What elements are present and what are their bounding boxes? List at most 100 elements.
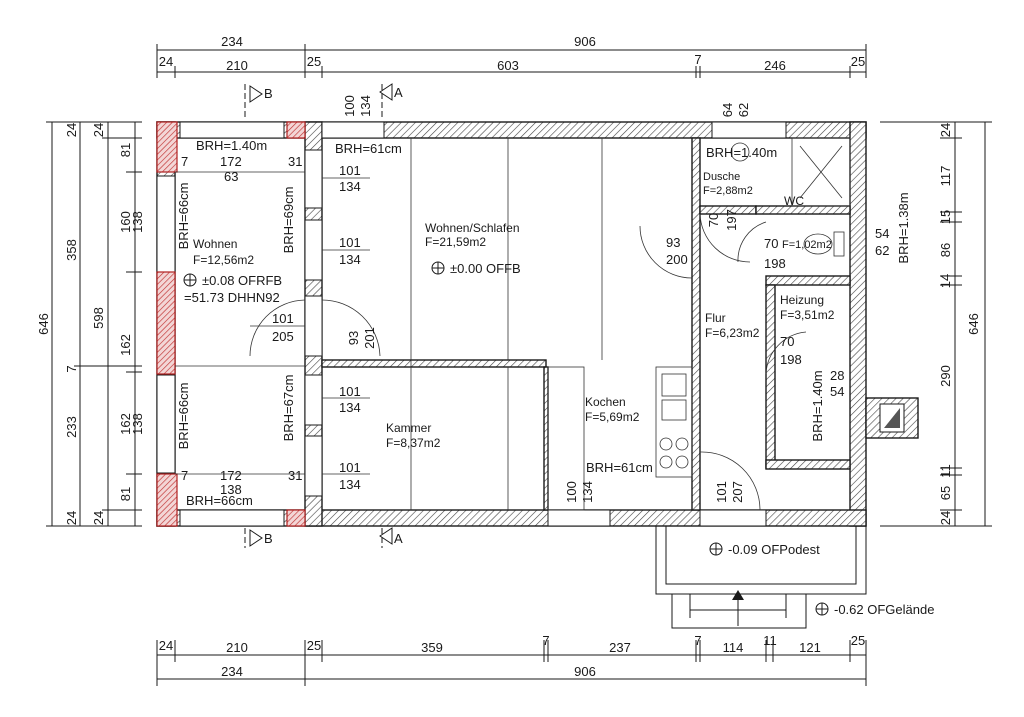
wc-side-62: 62 [875,243,889,258]
door-70: 70 [706,213,721,227]
dim-top-total-left: 234 [221,34,243,49]
room-name-dusche: Dusche [703,171,740,183]
door-200: 200 [666,252,688,267]
top-62: 62 [736,103,751,117]
chimney-box [865,397,919,439]
dim-bottom-part: 237 [609,640,631,655]
win-tl-a: 7 [181,154,188,169]
right-dimensions: 24 117 15 86 14 290 11 65 24 646 BRH=1.3… [880,121,992,527]
dim-bottom-part: 210 [226,640,248,655]
dim-left-small: 162 [118,413,133,435]
win-101: 101 [339,235,361,250]
brh-bottom-left: BRH=66cm [186,493,253,508]
dim-bottom-part: 7 [542,633,549,648]
win-tl-d: 63 [224,169,238,184]
win-bl-c: 31 [288,468,302,483]
room-name-kochen: Kochen [585,395,626,409]
dim-right-small: 65 [938,486,953,500]
heiz-198: 198 [780,352,802,367]
kitchen-100: 100 [564,481,579,503]
opening-labels: 7 172 31 63 7 172 31 138 101 134 101 134… [181,95,889,503]
dim-left-small: 24 [64,511,79,525]
room-area-kochen: F=5,69m2 [585,410,640,424]
dim-top-part: 7 [694,52,701,67]
room-name-heizung: Heizung [780,293,824,307]
dim-left-mid: 358 [64,239,79,261]
wc-198: 198 [764,256,786,271]
dim-right-small: 15 [938,210,953,224]
dim-bottom-part: 7 [694,633,701,648]
dim-bottom-part: 121 [799,640,821,655]
section-mark-b: B [264,531,273,546]
heiz-54: 54 [830,384,844,399]
kitchen-134: 134 [580,481,595,503]
dim-bottom-total-right: 906 [574,664,596,679]
dim-bottom-part: 11 [763,633,777,648]
dim-left-small: 24 [91,511,106,525]
entrance-podest [655,526,867,629]
room-area-wohnen-schlafen: F=21,59m2 [425,235,486,249]
dim-left-mid: 598 [91,307,106,329]
dim-left-small: 160 [118,211,133,233]
walls [156,121,867,527]
dim-left-small: 233 [64,416,79,438]
dim-top-part: 25 [307,54,321,69]
section-mark-b: B [264,86,273,101]
dim-left-small: 7 [64,365,79,372]
room-area-wc: F=1,02m2 [782,239,832,251]
win-tl-b: 172 [220,154,242,169]
dim-left-small: 81 [118,487,133,501]
room-name-flur: Flur [705,311,726,325]
dim-left-small: 138 [130,413,145,435]
level-dhhn: =51.73 DHHN92 [184,290,280,305]
dim-bottom-part: 359 [421,640,443,655]
window-openings [156,121,787,527]
interior-lines [175,138,603,510]
room-area-flur: F=6,23m2 [705,326,760,340]
section-mark-a: A [394,85,403,100]
dim-right-small: 11 [938,464,953,478]
dim-top-part: 25 [851,54,865,69]
dim-right-outer: 646 [966,313,981,335]
win-101: 101 [339,460,361,475]
heiz-28: 28 [830,368,844,383]
level-gelaende: -0.62 OFGelände [834,602,934,617]
section-markers: B A B A [244,83,403,548]
level-main: ±0.00 OFFB [450,261,521,276]
win-bl-d: 138 [220,482,242,497]
room-labels: Wohnen F=12,56m2 Wohnen/Schlafen F=21,59… [193,171,835,450]
top-64: 64 [720,103,735,117]
dim-bottom-part: 24 [159,638,173,653]
section-mark-a: A [394,531,403,546]
win-134: 134 [339,252,361,267]
dim-bottom-part: 114 [723,640,744,655]
win-tl-c: 31 [288,154,302,169]
brh-left-upper: BRH=66cm [176,183,191,250]
door-205: 205 [272,329,294,344]
top-100: 100 [342,95,357,117]
win-134: 134 [339,477,361,492]
top-dimensions: 234 906 24 210 25 603 7 246 25 [156,34,867,78]
dim-left-small: 81 [118,143,133,157]
dim-right-small: 290 [938,365,953,387]
brh-top-mid: BRH=61cm [335,141,402,156]
entry-101: 101 [714,481,729,503]
wc-70: 70 [764,236,778,251]
dim-right-small: 14 [938,274,953,288]
shower-icon [730,137,851,207]
left-dimensions: 646 358 598 24 24 81 160 138 162 7 162 1… [36,121,145,527]
brh-inner-lower: BRH=67cm [281,375,296,442]
dim-right-brh: BRH=1.38m [896,192,911,263]
dim-left-small: 24 [91,123,106,137]
door-197: 197 [724,209,739,231]
dim-top-total-right: 906 [574,34,596,49]
red-columns [156,121,306,527]
level-wohnen: ±0.08 OFRFB [202,273,282,288]
win-134: 134 [339,179,361,194]
entry-207: 207 [730,481,745,503]
win-101: 101 [339,384,361,399]
top-134: 134 [358,95,373,117]
dim-top-part: 210 [226,58,248,73]
bottom-dimensions: 24 210 25 359 7 237 7 114 11 121 25 234 … [156,633,867,686]
